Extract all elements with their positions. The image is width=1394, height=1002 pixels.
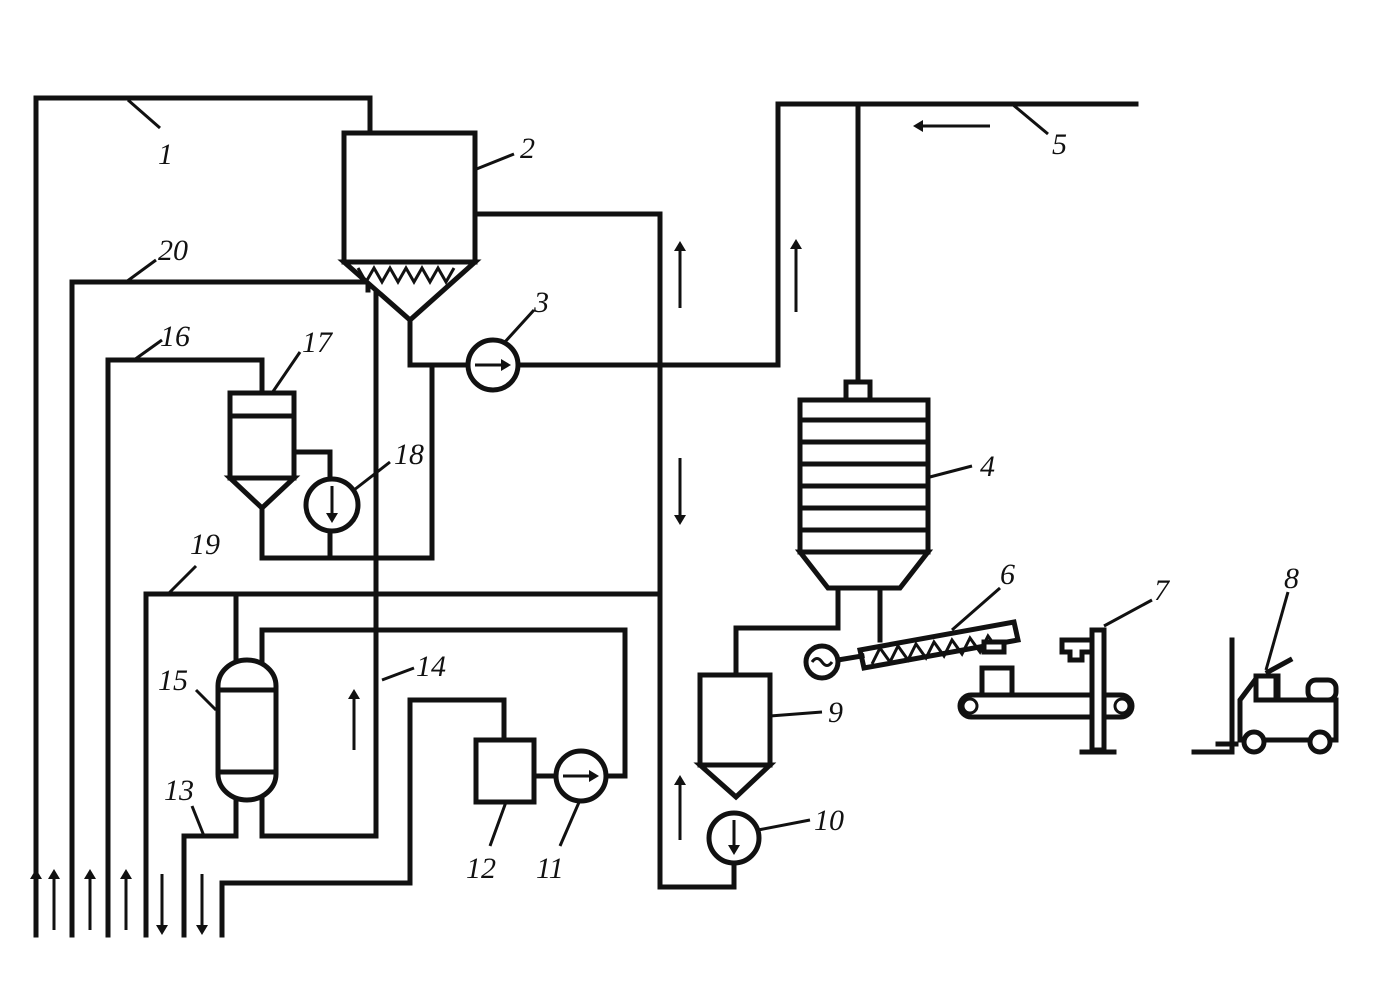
pipeline-16 — [105, 357, 265, 938]
pipeline-1 — [33, 95, 373, 938]
label-12: 12 — [466, 852, 496, 885]
label-9: 9 — [828, 696, 843, 729]
pipeline-19 — [143, 591, 663, 938]
label-8: 8 — [1284, 562, 1299, 595]
flow-arrows — [30, 120, 990, 935]
packing-machine-7 — [957, 627, 1135, 755]
label-7: 7 — [1154, 574, 1171, 607]
tank-2 — [337, 130, 482, 324]
label-6: 6 — [1000, 558, 1015, 591]
pipeline-to-18 — [259, 362, 435, 561]
label-3: 3 — [533, 286, 549, 319]
pipeline-feed-12 — [219, 697, 507, 938]
pipeline-2-side — [472, 211, 737, 890]
screw-conveyor-6 — [803, 619, 1022, 681]
vessel-17 — [223, 390, 301, 512]
label-2: 2 — [520, 132, 535, 165]
reactor-15 — [215, 657, 279, 803]
pump-3 — [465, 337, 521, 393]
pipeline-3-out — [515, 101, 1139, 368]
label-11: 11 — [536, 852, 564, 885]
label-17: 17 — [302, 326, 334, 359]
pump-10 — [706, 810, 762, 866]
label-10: 10 — [814, 804, 844, 837]
label-16: 16 — [160, 320, 190, 353]
pump-11 — [553, 748, 609, 804]
label-20: 20 — [158, 234, 188, 267]
unit-12 — [473, 737, 537, 805]
label-13: 13 — [164, 774, 194, 807]
label-5: 5 — [1052, 128, 1067, 161]
leader-lines — [125, 98, 1290, 847]
label-4: 4 — [980, 450, 995, 483]
pipeline-loop-11 — [259, 627, 628, 779]
label-1: 1 — [158, 138, 173, 171]
label-19: 19 — [190, 528, 220, 561]
label-15: 15 — [158, 664, 188, 697]
forklift-8 — [1191, 637, 1339, 755]
pipeline-14 — [259, 287, 379, 839]
dryer-4 — [794, 379, 934, 591]
label-18: 18 — [394, 438, 424, 471]
pump-18 — [303, 476, 361, 534]
pipeline-13 — [181, 797, 239, 938]
pipeline-4-9 — [733, 585, 841, 678]
pipeline-2-outlet — [407, 317, 471, 368]
hopper-9 — [693, 672, 777, 801]
label-14: 14 — [416, 650, 446, 683]
